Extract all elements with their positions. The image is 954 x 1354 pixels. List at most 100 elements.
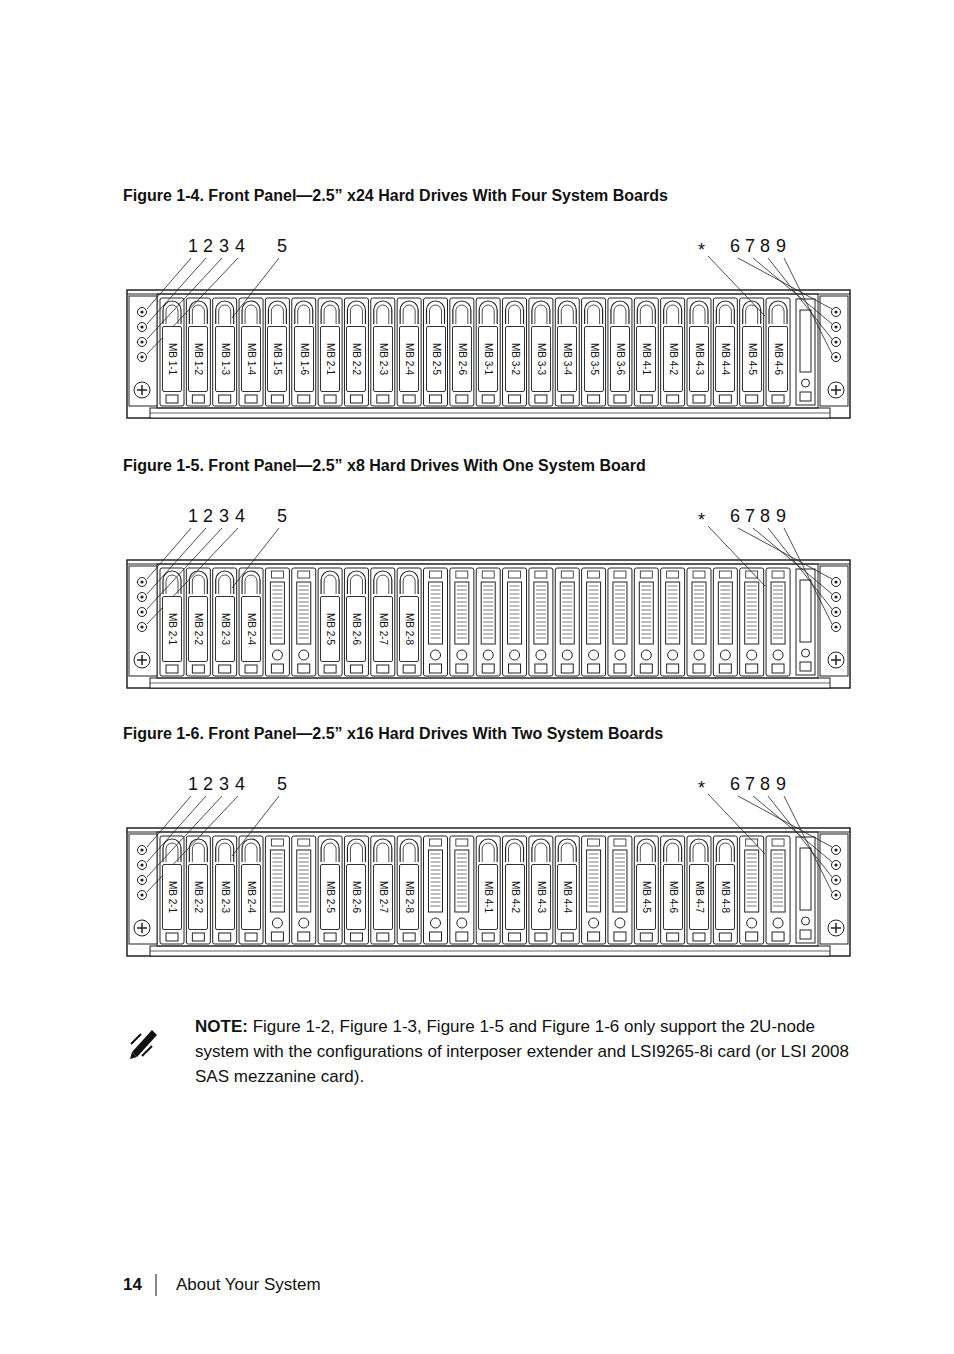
vent-line (668, 630, 678, 631)
callout-number: 9 (776, 236, 786, 256)
vent-line (747, 866, 757, 867)
bay-outline (450, 298, 474, 406)
filler-tab (772, 839, 784, 846)
filler-tab (693, 571, 705, 578)
vent-line (299, 586, 309, 587)
filler-button (272, 918, 282, 928)
vent-line (272, 902, 282, 903)
indicator-dot (834, 325, 837, 328)
vent-line (536, 606, 546, 607)
drive-carrier: MB 4-4 (557, 864, 577, 930)
filler-vent (508, 582, 522, 644)
vent-line (773, 894, 783, 895)
page-number: 14 (123, 1275, 142, 1295)
indicator-dot (140, 625, 143, 628)
vent-line (562, 614, 572, 615)
vent-line (510, 618, 520, 619)
drive-carrier: MB 4-5 (636, 864, 656, 930)
vent-line (299, 902, 309, 903)
vent-line (457, 638, 467, 639)
carrier-handle-inner (430, 305, 442, 324)
carrier-latch (719, 933, 731, 941)
drive-carrier: MB 2-6 (346, 864, 366, 930)
callout-number: 8 (760, 774, 770, 794)
drive-label: MB 4-2 (668, 343, 678, 375)
bay-outline (344, 836, 368, 944)
vent-line (431, 638, 441, 639)
leader-line (147, 528, 206, 594)
vent-line (641, 638, 651, 639)
carrier-handle (479, 839, 497, 862)
carrier-latch (719, 395, 731, 403)
carrier-handle-inner (403, 575, 415, 594)
bay-outline (661, 298, 685, 406)
vent-line (299, 890, 309, 891)
bay-outline (582, 568, 606, 676)
vent-line (299, 906, 309, 907)
carrier-handle (664, 839, 682, 862)
filler-button (299, 650, 309, 660)
carrier-handle-inner (377, 843, 389, 862)
vent-line (272, 874, 282, 875)
vent-line (299, 874, 309, 875)
carrier-handle (347, 571, 365, 594)
drive-carrier: MB 2-2 (188, 596, 208, 662)
callout-number: 1 (188, 506, 198, 526)
carrier-handle (532, 301, 550, 324)
drive-label: MB 2-4 (246, 613, 256, 645)
vent-line (272, 878, 282, 879)
bay-outline (555, 836, 579, 944)
chassis-outline (127, 560, 850, 688)
vent-line (299, 590, 309, 591)
filler-tab (430, 571, 442, 578)
vent-line (747, 898, 757, 899)
filler-tab (482, 571, 494, 578)
vent-line (773, 858, 783, 859)
filler-tab (456, 839, 468, 846)
bay-outline (371, 568, 395, 676)
indicator-button (138, 308, 147, 317)
drive-carrier: MB 2-1 (320, 326, 340, 392)
carrier-handle-inner (192, 575, 204, 594)
vent-line (615, 618, 625, 619)
vent-line (431, 598, 441, 599)
drive-label: MB 2-1 (167, 881, 177, 913)
vent-line (272, 854, 282, 855)
vent-line (272, 622, 282, 623)
carrier-handle (242, 301, 260, 324)
vent-line (299, 886, 309, 887)
filler-latch (430, 932, 442, 941)
vent-line (589, 614, 599, 615)
vent-line (299, 854, 309, 855)
vent-line (299, 630, 309, 631)
bay-outline (713, 568, 737, 676)
carrier-latch (509, 395, 521, 403)
drive-label: MB 2-2 (193, 881, 203, 913)
vent-line (272, 614, 282, 615)
carrier-latch (166, 395, 178, 403)
vent-line (299, 626, 309, 627)
vent-line (773, 614, 783, 615)
bay-outline (213, 568, 237, 676)
figure-caption: Figure 1-5. Front Panel—2.5” x8 Hard Dri… (123, 456, 646, 475)
filler-vent (455, 582, 469, 644)
vent-line (483, 594, 493, 595)
vent-line (536, 602, 546, 603)
vent-line (589, 886, 599, 887)
bay-outline (265, 568, 289, 676)
leader-line (738, 258, 832, 309)
vent-line (747, 902, 757, 903)
indicator-dot (834, 310, 837, 313)
callout-number: 8 (760, 506, 770, 526)
filler-button (668, 650, 678, 660)
control-slot (800, 310, 811, 372)
vent-line (773, 902, 783, 903)
rack-ear (129, 834, 157, 944)
filler-tab (588, 839, 600, 846)
drive-label: MB 3-5 (589, 343, 599, 375)
vent-line (457, 626, 467, 627)
vent-line (589, 638, 599, 639)
vent-line (431, 878, 441, 879)
vent-line (720, 590, 730, 591)
drive-label: MB 2-2 (193, 613, 203, 645)
